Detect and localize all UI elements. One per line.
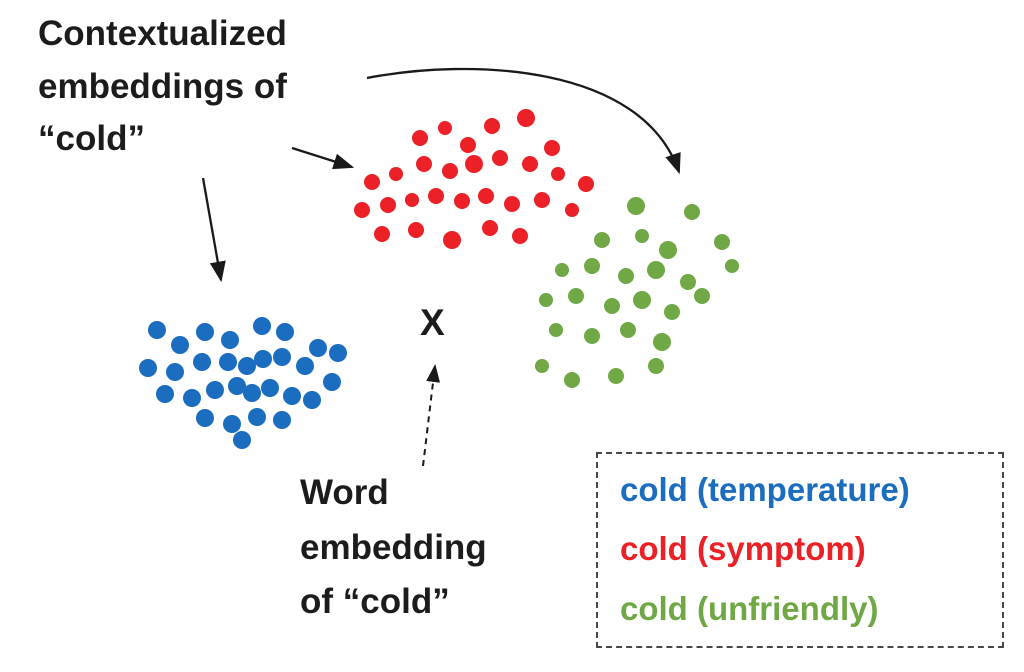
symptom-cluster-dot — [438, 121, 452, 135]
temperature-cluster-dot — [283, 387, 301, 405]
temperature-cluster-dot — [248, 408, 266, 426]
unfriendly-cluster-dot — [535, 359, 549, 373]
temperature-cluster-dot — [243, 384, 261, 402]
unfriendly-cluster-dot — [568, 288, 584, 304]
symptom-cluster-dot — [405, 193, 419, 207]
annotation-line: embeddings of — [38, 66, 287, 106]
symptom-cluster-dot — [460, 137, 476, 153]
unfriendly-cluster-dot — [627, 197, 645, 215]
unfriendly-cluster-dot — [608, 368, 624, 384]
unfriendly-cluster-dot — [549, 323, 563, 337]
annotation-line: embedding — [300, 527, 487, 567]
legend-item-symptom: cold (symptom) — [620, 530, 866, 568]
annotation-line: of “cold” — [300, 582, 450, 622]
temperature-cluster-dot — [206, 381, 224, 399]
unfriendly-cluster-dot — [633, 291, 651, 309]
temperature-cluster-dot — [166, 363, 184, 381]
symptom-cluster-dot — [374, 226, 390, 242]
symptom-cluster-dot — [408, 222, 424, 238]
temperature-cluster-dot — [156, 385, 174, 403]
legend-box: cold (temperature) cold (symptom) cold (… — [596, 452, 1004, 648]
symptom-cluster-dot — [380, 197, 396, 213]
symptom-cluster-dot — [412, 130, 428, 146]
unfriendly-cluster-dot — [618, 268, 634, 284]
symptom-cluster-dot — [534, 192, 550, 208]
temperature-cluster-dot — [183, 389, 201, 407]
unfriendly-cluster-dot — [653, 333, 671, 351]
temperature-cluster-dot — [139, 359, 157, 377]
symptom-cluster-dot — [354, 202, 370, 218]
unfriendly-cluster-dot — [714, 234, 730, 250]
temperature-cluster-dot — [233, 431, 251, 449]
symptom-cluster-dot — [512, 228, 528, 244]
unfriendly-cluster-dot — [664, 304, 680, 320]
symptom-cluster-dot — [443, 231, 461, 249]
annotation-line: “cold” — [38, 119, 145, 158]
temperature-cluster-dot — [296, 357, 314, 375]
legend-item-temperature: cold (temperature) — [620, 471, 910, 508]
symptom-cluster-dot — [482, 220, 498, 236]
temperature-cluster-dot — [253, 317, 271, 335]
temperature-cluster-dot — [171, 336, 189, 354]
annotation-line: Word — [300, 473, 389, 512]
symptom-cluster-dot — [544, 140, 560, 156]
unfriendly-cluster-dot — [584, 258, 600, 274]
unfriendly-cluster-dot — [635, 229, 649, 243]
unfriendly-cluster-dot — [555, 263, 569, 277]
unfriendly-cluster-dot — [620, 322, 636, 338]
unfriendly-cluster-dot — [584, 328, 600, 344]
unfriendly-cluster-dot — [594, 232, 610, 248]
temperature-cluster-dot — [309, 339, 327, 357]
temperature-cluster-dot — [276, 323, 294, 341]
symptom-cluster-dot — [416, 156, 432, 172]
temperature-cluster-dot — [273, 348, 291, 366]
temperature-cluster-dot — [303, 391, 321, 409]
symptom-cluster-dot — [565, 203, 579, 217]
symptom-cluster-dot — [522, 156, 538, 172]
unfriendly-cluster-dot — [648, 358, 664, 374]
unfriendly-cluster-dot — [564, 372, 580, 388]
temperature-cluster-dot — [196, 409, 214, 427]
symptom-cluster-dot — [484, 118, 500, 134]
unfriendly-cluster-dot — [684, 204, 700, 220]
temperature-cluster-dot — [219, 353, 237, 371]
temperature-cluster-dot — [323, 373, 341, 391]
unfriendly-cluster-dot — [694, 288, 710, 304]
symptom-cluster-dot — [492, 150, 508, 166]
symptom-cluster-dot — [454, 193, 470, 209]
symptom-cluster-dot — [517, 109, 535, 127]
temperature-cluster-dot — [221, 331, 239, 349]
unfriendly-cluster-dot — [604, 298, 620, 314]
temperature-cluster-dot — [329, 344, 347, 362]
symptom-cluster-dot — [428, 188, 444, 204]
annotation-line: Contextualized — [38, 14, 287, 53]
unfriendly-cluster-dot — [659, 241, 677, 259]
unfriendly-cluster-dot — [680, 274, 696, 290]
unfriendly-cluster-dot — [725, 259, 739, 273]
temperature-cluster-dot — [223, 415, 241, 433]
symptom-cluster-dot — [364, 174, 380, 190]
temperature-cluster-dot — [228, 377, 246, 395]
symptom-cluster-dot — [389, 167, 403, 181]
symptom-cluster-dot — [578, 176, 594, 192]
symptom-cluster-dot — [551, 167, 565, 181]
contextualized-embeddings-label: Contextualized embeddings of “cold” — [38, 8, 287, 166]
symptom-cluster-dot — [478, 188, 494, 204]
temperature-cluster-dot — [196, 323, 214, 341]
temperature-cluster-dot — [148, 321, 166, 339]
symptom-cluster-dot — [442, 163, 458, 179]
temperature-cluster-dot — [261, 379, 279, 397]
unfriendly-cluster-dot — [647, 261, 665, 279]
legend-item-unfriendly: cold (unfriendly) — [620, 589, 879, 627]
temperature-cluster-dot — [273, 411, 291, 429]
unfriendly-cluster-dot — [539, 293, 553, 307]
symptom-cluster-dot — [465, 155, 483, 173]
word-embedding-label: Word embedding of “cold” — [300, 466, 487, 630]
temperature-cluster-dot — [254, 350, 272, 368]
symptom-cluster-dot — [504, 196, 520, 212]
temperature-cluster-dot — [193, 353, 211, 371]
x-marker: X — [420, 302, 445, 343]
temperature-cluster-dot — [238, 357, 256, 375]
